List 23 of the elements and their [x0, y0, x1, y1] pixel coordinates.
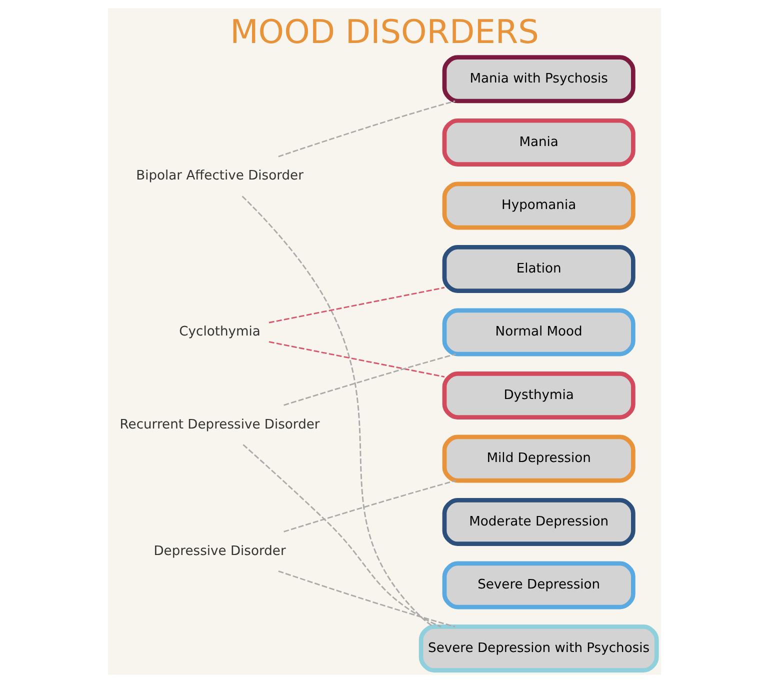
node-text: Recurrent Depressive Disorder — [119, 417, 320, 432]
node-box: Elation — [442, 244, 635, 293]
node-box: Dysthymia — [442, 372, 635, 420]
node-box: Mania with Psychosis — [442, 55, 635, 104]
connector — [268, 286, 444, 324]
connector — [268, 341, 444, 378]
node-text: Bipolar Affective Disorder — [136, 168, 303, 184]
node-box: Mania — [442, 118, 635, 166]
connector — [241, 196, 434, 628]
node-box: Severe Depression — [442, 561, 635, 610]
node-text: Depressive Disorder — [153, 544, 286, 559]
connector — [283, 353, 456, 406]
node-box: Hypomania — [442, 182, 635, 230]
diagram-title: MOOD DISORDERS — [230, 13, 538, 52]
node-text: Cyclothymia — [178, 324, 260, 340]
connector — [278, 100, 455, 158]
node-box: Mild Depression — [442, 434, 635, 483]
connector — [283, 480, 456, 532]
node-box: Normal Mood — [442, 308, 635, 356]
node-box: Severe Depression with Psychosis — [418, 624, 658, 673]
connector — [278, 570, 455, 628]
connector — [242, 444, 441, 628]
node-box: Moderate Depression — [442, 498, 635, 546]
